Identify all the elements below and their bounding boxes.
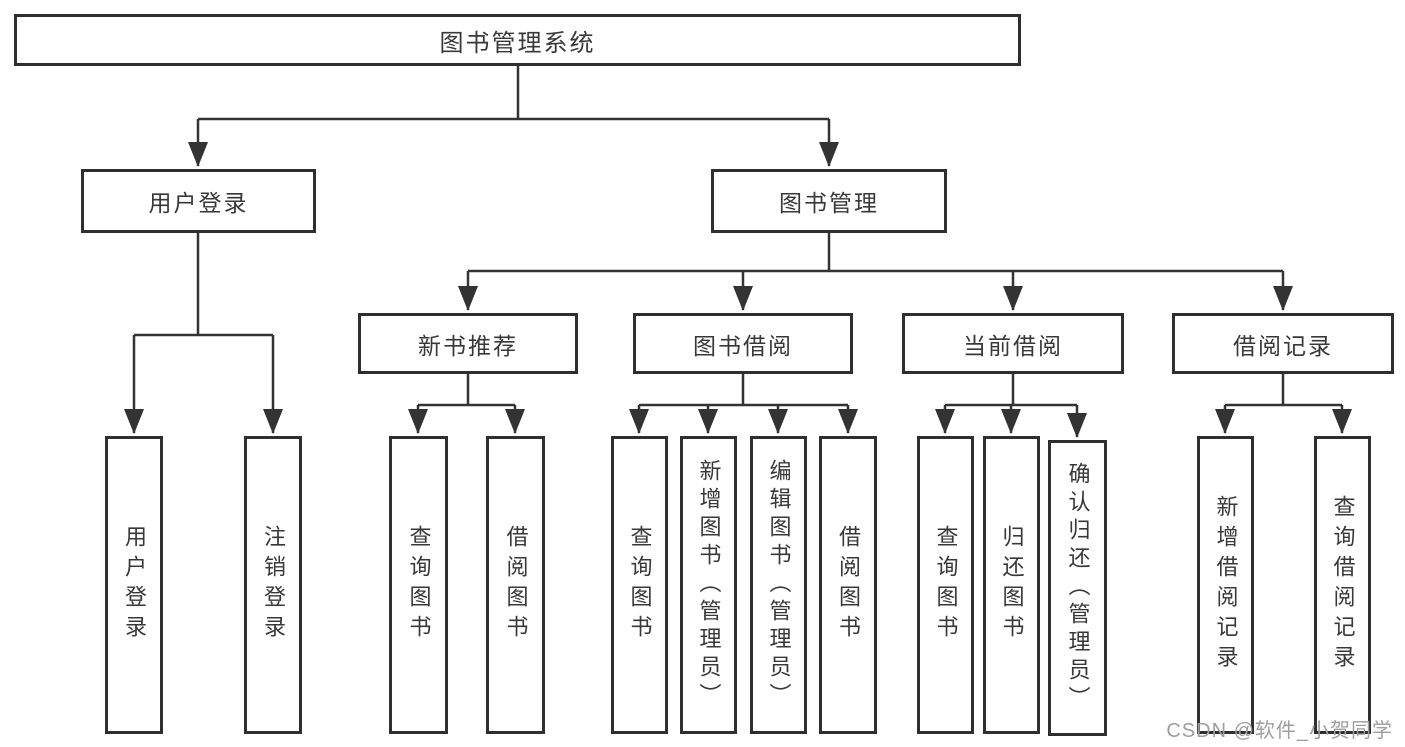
leaf-current-confirm-return-admin: 确认归还（管理员） <box>1048 440 1107 736</box>
leaf-newbook-query-book: 查询图书 <box>389 436 448 734</box>
node-book-borrow: 图书借阅 <box>633 313 853 374</box>
node-book-management: 图书管理 <box>711 169 947 233</box>
node-new-book-recommend: 新书推荐 <box>358 313 578 374</box>
leaf-current-query-book: 查询图书 <box>917 436 974 734</box>
csdn-watermark: CSDN @软件_小贺同学 <box>1166 720 1393 742</box>
leaf-logout: 注销登录 <box>244 436 302 734</box>
leaf-record-add-borrow-record: 新增借阅记录 <box>1197 436 1254 734</box>
leaf-borrow-query-book: 查询图书 <box>611 436 668 734</box>
node-borrow-records: 借阅记录 <box>1172 313 1394 374</box>
leaf-borrow-borrow-book: 借阅图书 <box>819 436 877 734</box>
node-root-system: 图书管理系统 <box>14 14 1021 66</box>
node-current-borrow: 当前借阅 <box>902 313 1124 374</box>
leaf-current-return-book: 归还图书 <box>983 436 1040 734</box>
leaf-newbook-borrow-book: 借阅图书 <box>486 436 545 734</box>
node-user-login: 用户登录 <box>81 169 316 233</box>
leaf-borrow-add-book-admin: 新增图书（管理员） <box>680 436 737 734</box>
leaf-user-login: 用户登录 <box>105 436 163 734</box>
leaf-record-query-borrow-record: 查询借阅记录 <box>1314 436 1371 734</box>
leaf-borrow-edit-book-admin: 编辑图书（管理员） <box>750 436 807 734</box>
